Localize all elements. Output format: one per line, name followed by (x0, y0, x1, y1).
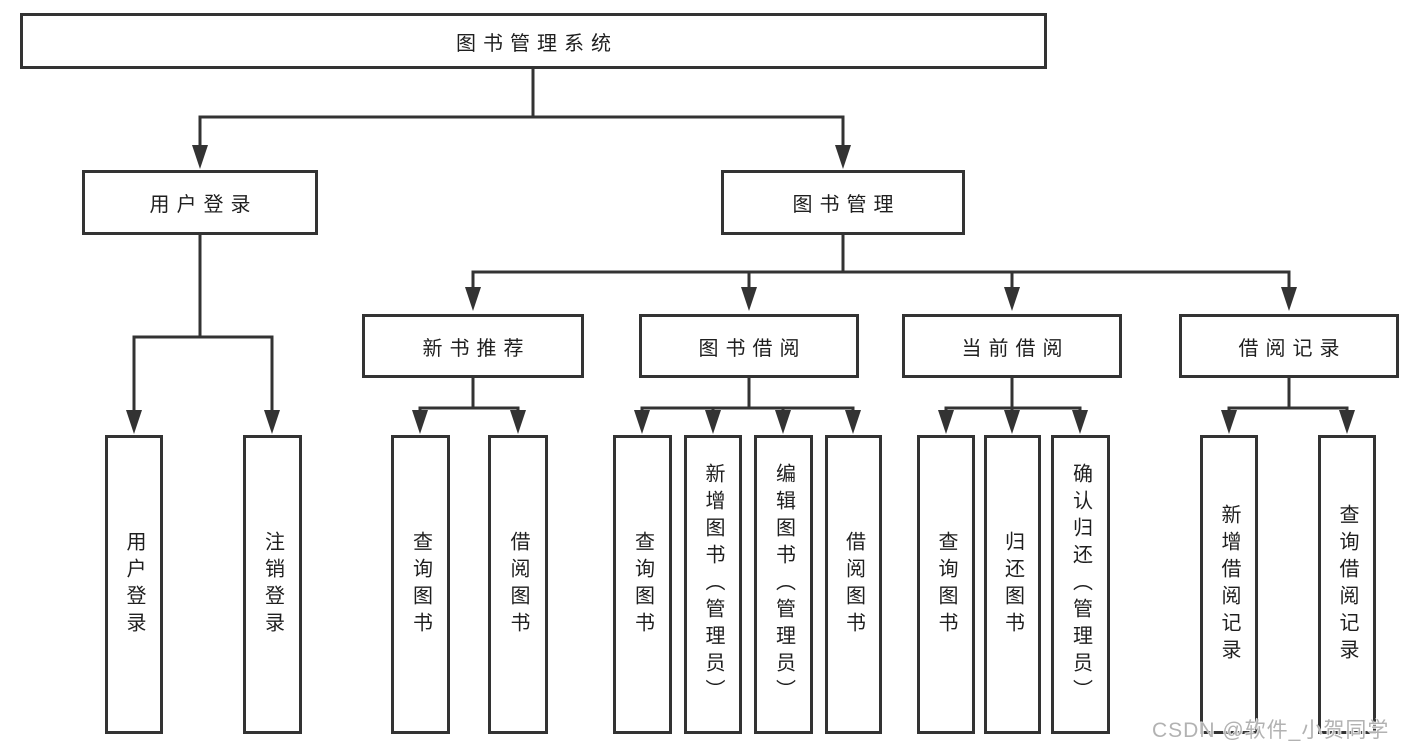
leaf-query-book-3: 查询图书 (917, 435, 975, 734)
node-current-borrowing: 当前借阅 (902, 314, 1122, 378)
leaf-borrow-book-2: 借阅图书 (825, 435, 882, 734)
node-book-borrowing: 图书借阅 (639, 314, 859, 378)
edge-root-to-level2 (198, 68, 845, 152)
arrowhead-icon (126, 410, 142, 434)
edge-book-borrow-to-leaves (640, 377, 855, 414)
edge-book-mgmt-to-level3 (471, 235, 1291, 293)
node-library-management-system: 图书管理系统 (20, 13, 1047, 69)
arrowhead-icon (835, 145, 851, 169)
edge-new-book-rec-to-leaves (418, 377, 520, 414)
arrowhead-icon (775, 410, 791, 434)
node-book-management: 图书管理 (721, 170, 965, 235)
arrowhead-icon (1339, 410, 1355, 434)
arrowhead-icon (264, 410, 280, 434)
arrowhead-icon (412, 410, 428, 434)
leaf-query-borrow-record: 查询借阅记录 (1318, 435, 1376, 734)
leaf-add-borrow-record: 新增借阅记录 (1200, 435, 1258, 734)
arrowhead-icon (1072, 410, 1088, 434)
arrowhead-icon (741, 287, 757, 311)
arrowhead-icon (1221, 410, 1237, 434)
edge-current-borrow-to-leaves (944, 377, 1082, 414)
arrowhead-icon (192, 145, 208, 169)
arrowhead-icon (938, 410, 954, 434)
node-new-book-recommend: 新书推荐 (362, 314, 584, 378)
arrowhead-icon (634, 410, 650, 434)
node-borrowing-records: 借阅记录 (1179, 314, 1399, 378)
leaf-query-book-2: 查询图书 (613, 435, 672, 734)
arrowhead-icon (1281, 287, 1297, 311)
edge-user-login-to-leaves (132, 235, 274, 414)
arrowhead-icon (845, 410, 861, 434)
arrowhead-icon (465, 287, 481, 311)
node-user-login: 用户登录 (82, 170, 318, 235)
leaf-add-book-admin: 新增图书（管理员） (684, 435, 742, 734)
leaf-query-book-1: 查询图书 (391, 435, 450, 734)
leaf-user-login: 用户登录 (105, 435, 163, 734)
leaf-confirm-return-admin: 确认归还（管理员） (1051, 435, 1110, 734)
arrowhead-icon (1004, 287, 1020, 311)
leaf-return-book: 归还图书 (984, 435, 1041, 734)
arrowhead-icon (705, 410, 721, 434)
leaf-logout-login: 注销登录 (243, 435, 302, 734)
csdn-watermark: CSDN @软件_小贺同学 (1152, 719, 1390, 742)
edge-borrow-records-to-leaves (1227, 377, 1349, 414)
leaf-borrow-book-1: 借阅图书 (488, 435, 548, 734)
leaf-edit-book-admin: 编辑图书（管理员） (754, 435, 813, 734)
arrowhead-icon (1004, 410, 1020, 434)
arrowhead-icon (510, 410, 526, 434)
arrowheads (126, 145, 1355, 434)
